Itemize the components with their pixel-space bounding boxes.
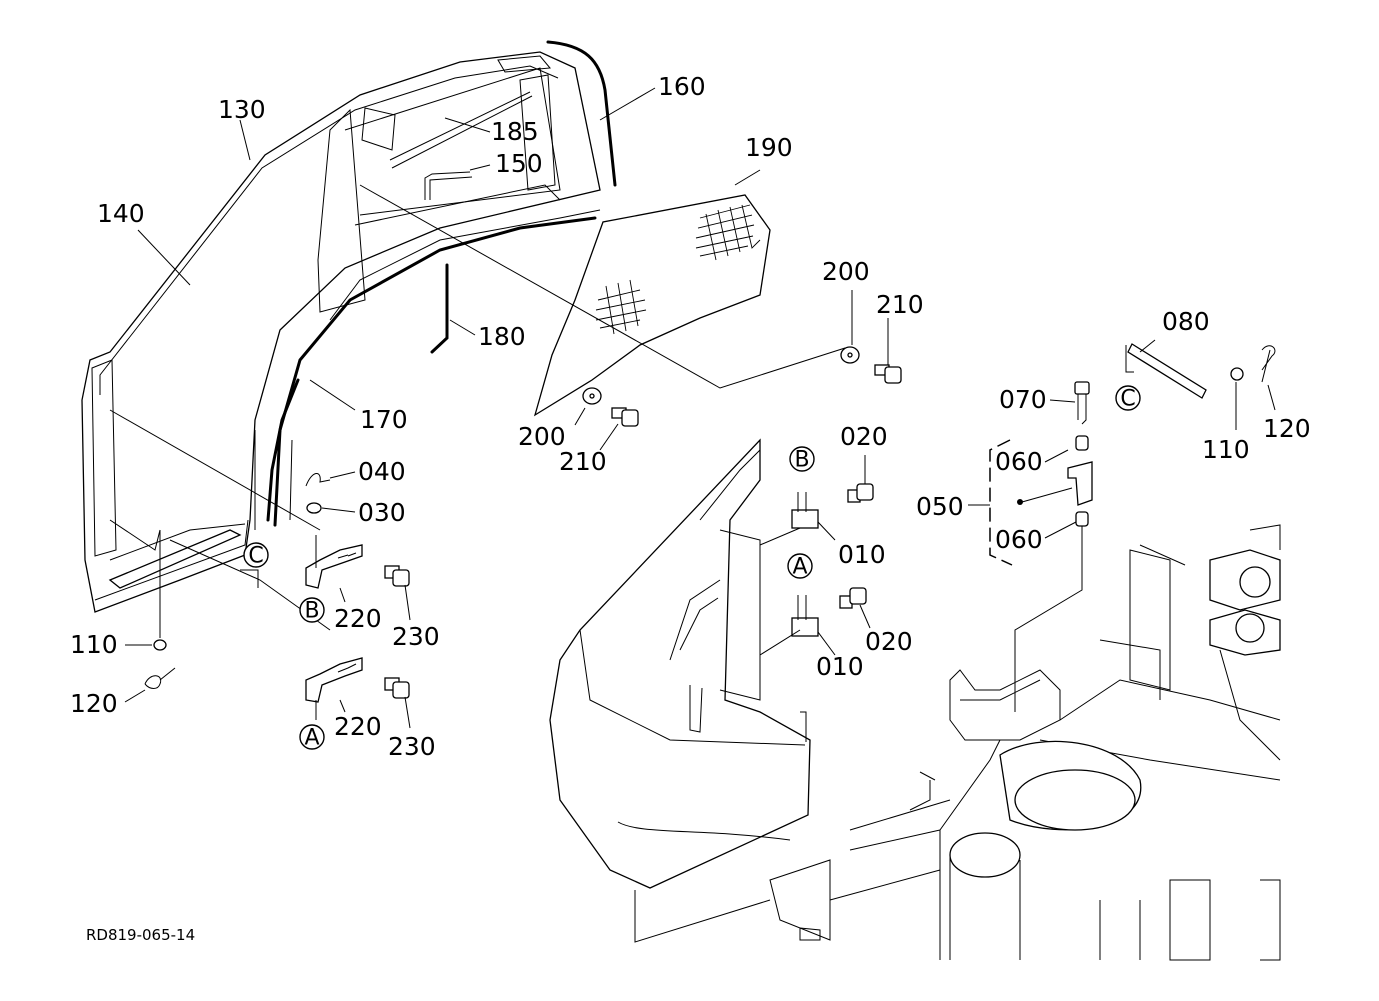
bolt-020-upper xyxy=(847,483,874,503)
hinge-220-lower xyxy=(305,657,363,703)
svg-text:B: B xyxy=(794,448,809,473)
label-020-upper: 020 xyxy=(840,422,888,451)
bolt-070 xyxy=(1074,381,1090,425)
label-230-upper: 230 xyxy=(392,622,440,651)
label-030: 030 xyxy=(358,498,406,527)
callout-C-left: C xyxy=(243,542,269,569)
label-010-lower: 010 xyxy=(816,652,864,681)
bracket-150 xyxy=(424,171,473,200)
callout-C-right: C xyxy=(1115,385,1141,412)
pin-120-left xyxy=(144,667,176,689)
label-180: 180 xyxy=(478,322,526,351)
bolt-210-upper xyxy=(874,364,902,384)
rod-185 xyxy=(389,91,533,169)
window-190 xyxy=(533,194,771,417)
label-200-upper: 200 xyxy=(822,257,870,286)
label-120-right: 120 xyxy=(1263,414,1311,443)
callout-B-top: B xyxy=(789,446,815,473)
label-110-right: 110 xyxy=(1202,435,1250,464)
svg-text:A: A xyxy=(792,555,807,580)
leader-lines xyxy=(124,87,1276,729)
pin-120-right xyxy=(1261,345,1276,383)
label-080: 080 xyxy=(1162,307,1210,336)
rod-080 xyxy=(1127,343,1207,399)
label-140: 140 xyxy=(97,199,145,228)
label-060-upper: 060 xyxy=(995,447,1043,476)
svg-text:A: A xyxy=(304,726,319,751)
group-bracket-050 xyxy=(989,439,1013,566)
washer-110-right xyxy=(1230,367,1244,381)
label-185: 185 xyxy=(491,117,539,146)
bush-060-upper xyxy=(1075,435,1089,451)
label-190: 190 xyxy=(745,133,793,162)
label-210-upper: 210 xyxy=(876,290,924,319)
bolt-230-upper xyxy=(384,565,410,587)
seal-170 xyxy=(266,378,300,522)
label-220-upper: 220 xyxy=(334,604,382,633)
bolt-210-lower xyxy=(611,407,639,427)
hinge-220-upper xyxy=(305,535,363,589)
label-160: 160 xyxy=(658,72,706,101)
label-070: 070 xyxy=(999,385,1047,414)
dot-marker xyxy=(1017,499,1023,505)
bolt-230-lower xyxy=(384,677,410,699)
hinge-block xyxy=(1067,461,1093,506)
label-020-lower: 020 xyxy=(865,627,913,656)
label-230-lower: 230 xyxy=(388,732,436,761)
label-010-upper: 010 xyxy=(838,540,886,569)
callout-B-left: B xyxy=(299,597,325,624)
front-cover xyxy=(549,438,811,889)
washer-110-left xyxy=(153,639,167,651)
washer-030 xyxy=(306,502,322,514)
bush-060-lower xyxy=(1075,511,1089,527)
label-200-lower: 200 xyxy=(518,422,566,451)
machine-frame xyxy=(769,524,1281,961)
callout-A-top: A xyxy=(787,553,813,580)
label-120-left: 120 xyxy=(70,689,118,718)
bracket-010-upper xyxy=(791,492,819,529)
part-labels: 130 140 160 185 150 190 180 170 200 210 … xyxy=(70,72,1311,761)
bracket-010-lower xyxy=(791,595,819,637)
bracket-180 xyxy=(430,263,449,354)
bolt-020-lower xyxy=(839,587,867,609)
label-220-lower: 220 xyxy=(334,712,382,741)
callout-A-left: A xyxy=(299,724,325,751)
drawing-code: RD819-065-14 xyxy=(86,926,195,944)
label-060-lower: 060 xyxy=(995,525,1043,554)
label-150: 150 xyxy=(495,149,543,178)
label-130: 130 xyxy=(218,95,266,124)
svg-text:C: C xyxy=(1120,387,1135,412)
label-050: 050 xyxy=(916,492,964,521)
pin-040 xyxy=(305,473,331,487)
label-110-left: 110 xyxy=(70,630,118,659)
svg-text:B: B xyxy=(304,599,319,624)
svg-text:C: C xyxy=(248,544,263,569)
washer-200-lower xyxy=(582,387,602,405)
label-210-lower: 210 xyxy=(559,447,607,476)
seal-160 xyxy=(546,40,617,187)
label-170: 170 xyxy=(360,405,408,434)
washer-200-upper xyxy=(840,346,860,364)
label-040: 040 xyxy=(358,457,406,486)
